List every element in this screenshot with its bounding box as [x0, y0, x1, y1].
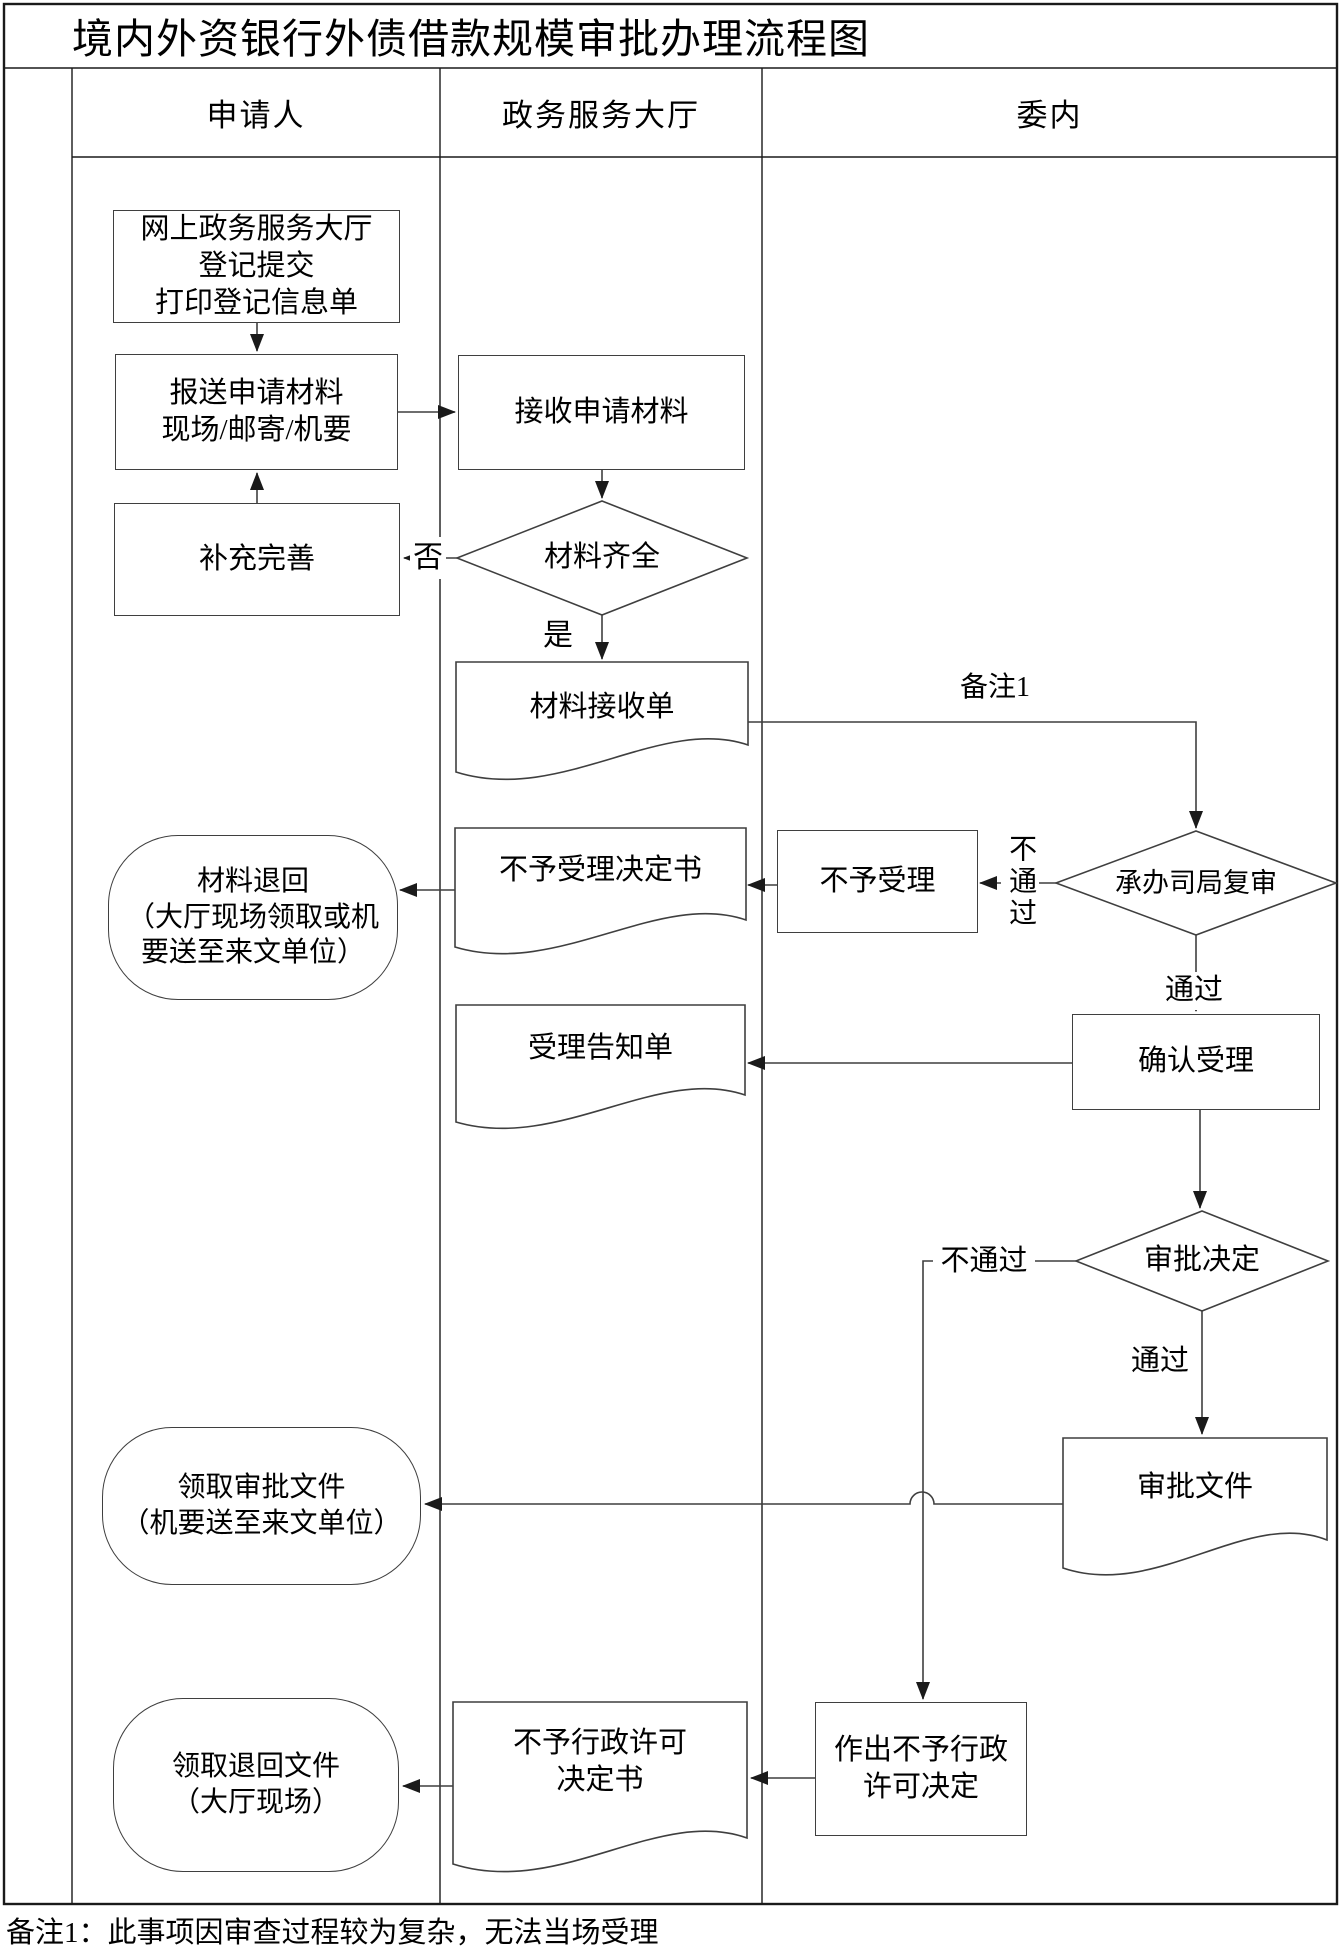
node-supplement: 补充完善: [114, 503, 400, 616]
footnote-remark1: 备注1：此事项因审查过程较为复杂，无法当场受理: [6, 1917, 659, 1949]
edge-receipt-to-review: [748, 721, 1203, 829]
doc-deny-permit-decision: [452, 1701, 748, 1873]
doc-rejection-decision: [454, 827, 747, 955]
lane-header-applicant: 申请人: [206, 98, 306, 133]
label-rejection-decision-doc: 不予受理决定书: [498, 853, 702, 886]
label-receipt-form: 材料接收单: [529, 691, 675, 724]
edge-label-review-fail: 不通过: [1001, 832, 1039, 932]
doc-receipt-form: [455, 661, 749, 781]
edge-label-decision-fail: 不通过: [933, 1243, 1035, 1281]
node-confirm-acceptance: 确认受理: [1072, 1014, 1320, 1110]
edge-label-decision-pass: 通过: [1130, 1345, 1189, 1378]
node-collect-approval-doc: 领取审批文件 （机要送至来文单位）: [102, 1427, 421, 1585]
label-approval-doc: 审批文件: [1136, 1471, 1253, 1504]
lane-header-commission: 委内: [1016, 98, 1083, 133]
node-deny-permit-decision: 作出不予行政 许可决定: [815, 1702, 1027, 1836]
diamond-bureau-review: [1053, 830, 1339, 936]
diamond-approval-decision: [1073, 1210, 1331, 1312]
doc-approval-file: [1062, 1437, 1328, 1576]
diamond-materials-complete: [454, 500, 750, 616]
edge-label-remark1: 备注1: [959, 671, 1030, 703]
edge-approvaldoc-to-collect: [424, 1491, 1063, 1511]
label-acceptance-notice: 受理告知单: [527, 1032, 673, 1065]
edge-decision-fail-to-deny: [916, 1260, 1076, 1700]
node-online-register: 网上政务服务大厅 登记提交 打印登记信息单: [113, 210, 400, 323]
node-materials-returned: 材料退回 （大厅现场领取或机 要送至来文单位）: [108, 835, 398, 1000]
swimlane-grid: [2, 2, 1339, 1906]
page-title: 境内外资银行外债借款规模审批办理流程图: [72, 16, 870, 62]
lane-header-service-hall: 政务服务大厅: [502, 98, 700, 133]
doc-acceptance-notice: [455, 1004, 746, 1130]
label-approval-decision: 审批决定: [1143, 1244, 1260, 1277]
edge-label-yes: 是: [543, 618, 573, 652]
outer-border: [2, 2, 1339, 1906]
node-submit-materials: 报送申请材料 现场/邮寄/机要: [115, 354, 398, 470]
node-receive-materials: 接收申请材料: [458, 355, 745, 470]
label-materials-complete: 材料齐全: [543, 541, 660, 574]
edge-label-review-pass: 通过: [1159, 972, 1229, 1010]
node-collect-returned-doc: 领取退回文件 （大厅现场）: [113, 1698, 399, 1872]
node-not-accepted: 不予受理: [777, 830, 978, 933]
label-deny-permit-doc: 不予行政许可 决定书: [512, 1726, 687, 1796]
edge-label-no: 否: [410, 537, 446, 579]
label-bureau-review: 承办司局复审: [1115, 867, 1277, 898]
